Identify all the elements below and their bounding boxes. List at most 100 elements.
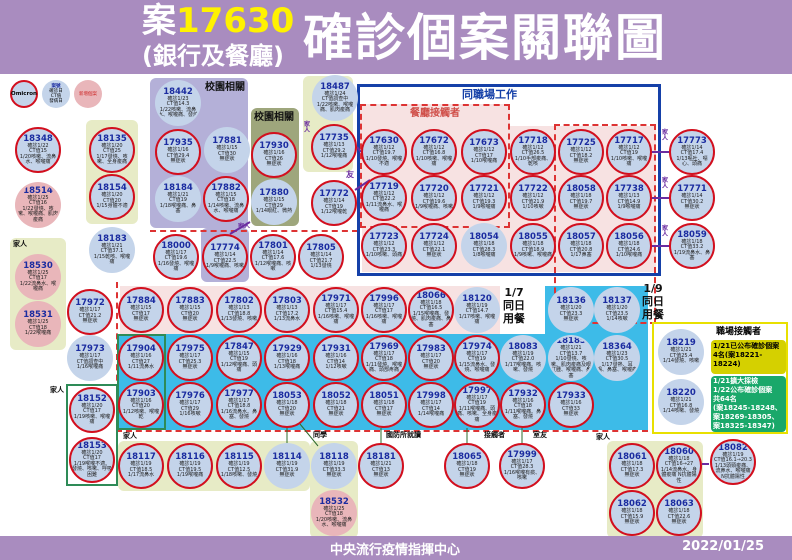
symptoms: 1/9咳嗽、喉嚨痛: [513, 252, 553, 259]
ct-value: CT值18: [278, 358, 296, 365]
case-number: 17977: [224, 388, 254, 399]
ct-value: CT值18: [217, 197, 235, 203]
symptoms: 無症狀: [573, 158, 589, 165]
case-number: 17881: [212, 136, 242, 147]
ct-value: CT值21.9: [521, 198, 545, 205]
relation-family: 家人: [238, 223, 251, 230]
symptoms: 1/12喉嚨痛、頭痛: [220, 361, 258, 373]
symptoms: 1/17咳嗽、喉嚨痛: [458, 313, 496, 325]
symptoms: 1/17發熱、耳鳴、鼻塞、喉嚨痛: [597, 361, 638, 373]
case-number: 18082: [718, 442, 748, 453]
case-number: 17973: [75, 344, 105, 355]
case-number: 18062: [617, 499, 647, 510]
ct-value: CT值33.2: [680, 244, 704, 250]
ct-value: CT值17: [375, 405, 393, 412]
confirmed-date: 確診1/21: [167, 191, 189, 198]
case-number: 18116: [175, 452, 205, 463]
legend-line: 確診日: [49, 89, 63, 94]
legend-omicron-label: Omicron: [11, 90, 37, 97]
symptoms: 1/12咳嗽、喉嚨乾: [122, 408, 160, 420]
ct-value: CT值22.6: [667, 513, 691, 520]
case-number: 17974: [462, 341, 492, 352]
confirmed-date: 確診1/16: [512, 397, 534, 404]
symptoms: 1/9喉嚨痛: [472, 204, 496, 211]
ct-value: CT值18.9: [521, 246, 545, 253]
case-number: 18083: [508, 341, 538, 352]
ct-value: CT值12.5: [227, 466, 251, 473]
confirmed-date: 確診1/19: [179, 461, 201, 468]
relation-classmate: 同學: [313, 431, 327, 439]
confirmed-date: 確診1/15: [179, 305, 201, 312]
case-number: 17972: [75, 298, 105, 309]
case-number: 18136: [556, 296, 586, 307]
ct-value: CT值14.7: [465, 308, 489, 314]
confirmed-date: 確診1/14: [262, 249, 284, 256]
relation-contact: 接觸者: [484, 431, 505, 439]
ct-value: CT值17.3: [620, 466, 644, 473]
case-number: 17983: [416, 344, 446, 355]
ct-value: CT值28.3: [510, 464, 534, 470]
symptoms: 無症狀: [376, 411, 392, 418]
case-number: 18219: [666, 338, 696, 349]
confirmed-date: 確診1/12: [373, 190, 395, 197]
case-number: 17723: [369, 232, 399, 243]
symptoms: 1/11發燒、喉嚨痛、頭部疼痛: [365, 361, 403, 373]
case-number: 17673: [469, 138, 499, 149]
symptoms: 1/16咳嗽、喉嚨痛: [317, 313, 355, 325]
symptoms: 1/8喉嚨痛: [472, 252, 496, 259]
case-number: 17903: [126, 388, 156, 399]
case-number: 18487: [320, 81, 350, 92]
symptoms: 1/14眼紅、微熱: [255, 208, 293, 215]
case-number: 18154: [97, 183, 127, 194]
ct-value: CT值19.6: [422, 198, 446, 205]
case-number: 18185: [556, 336, 586, 346]
symptoms: 1/11喉嚨痛、頭痛、咳嗽、全身痠痛: [457, 405, 498, 423]
header: 案17630 (銀行及餐廳) 確診個案關聯圖: [0, 0, 792, 74]
case-number: 18054: [469, 232, 499, 243]
case-number: 17882: [211, 182, 241, 193]
symptoms: 1/22流鼻水、喉嚨痛: [19, 280, 57, 292]
case-number: 18183: [97, 233, 127, 244]
ct-value: CT值19.7: [569, 198, 593, 205]
ct-value: CT值22.0: [511, 356, 535, 362]
case-number: 17721: [469, 184, 499, 195]
symptoms: 1/18喉嚨痛、鼻塞: [159, 202, 197, 214]
ct-value: CT值20.8: [569, 246, 593, 253]
ct-value: CT值33.3: [322, 466, 346, 473]
case-number: 18364: [602, 341, 632, 352]
confirmed-date: 確診1/12: [423, 193, 445, 200]
case-number: 17976: [175, 391, 205, 402]
case-number: 17883: [175, 296, 205, 307]
case-number: 17931: [321, 344, 351, 355]
confirmed-date: 確診1/14: [323, 198, 345, 205]
symptoms: 1/13嘔吐、噁心、頭痛: [676, 155, 708, 167]
confirmed-date: 確診1/21: [670, 397, 692, 404]
case-number: 18135: [97, 133, 127, 144]
ct-value: CT值15.9: [620, 513, 644, 520]
confirmed-date: 確診1/14: [310, 252, 332, 259]
symptoms: 1/12喉嚨乾: [320, 209, 348, 216]
confirmed-date: 確診1/21: [670, 347, 692, 354]
confirmed-date: 確診1/12: [570, 147, 592, 154]
